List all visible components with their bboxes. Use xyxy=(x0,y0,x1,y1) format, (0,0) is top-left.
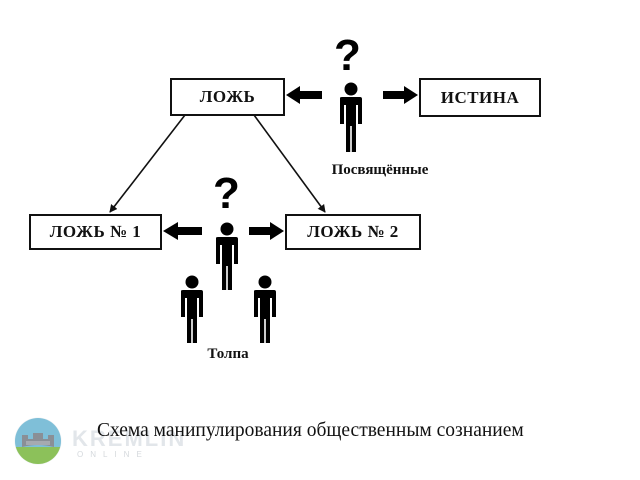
arrow-right-to-truth xyxy=(383,86,418,104)
node-lie: ЛОЖЬ xyxy=(170,78,285,116)
arrow-right-to-lie2 xyxy=(249,222,284,240)
question-mark-initiated: ? xyxy=(334,31,361,80)
watermark-sub: ONLINE xyxy=(77,450,149,459)
question-mark-crowd: ? xyxy=(213,169,240,218)
group-label-initiated: Посвящённые xyxy=(331,162,429,178)
connector-lie-to-lie1 xyxy=(109,114,186,213)
person-icon-crowd-left xyxy=(181,275,203,343)
connector-lie-to-lie2 xyxy=(253,114,326,213)
watermark-brand: KREMLIN xyxy=(72,426,187,451)
node-lie-1-label: ЛОЖЬ № 1 xyxy=(49,222,142,241)
arrow-left-to-lie xyxy=(286,86,322,104)
node-truth: ИСТИНА xyxy=(419,78,541,117)
diagram-caption: Схема манипулирования общественным созна… xyxy=(97,420,524,441)
node-lie-1: ЛОЖЬ № 1 xyxy=(29,214,162,250)
arrow-left-to-lie1 xyxy=(163,222,202,240)
node-lie-2: ЛОЖЬ № 2 xyxy=(285,214,421,250)
node-lie-2-label: ЛОЖЬ № 2 xyxy=(307,222,399,241)
person-icon-crowd-right xyxy=(254,275,276,343)
kremlin-online-logo-icon xyxy=(14,417,62,465)
person-icon-crowd-center xyxy=(216,222,238,290)
person-icon-initiated xyxy=(340,82,362,152)
node-truth-label: ИСТИНА xyxy=(440,87,520,107)
node-lie-label: ЛОЖЬ xyxy=(199,87,256,106)
group-label-crowd: Толпа xyxy=(207,346,249,362)
